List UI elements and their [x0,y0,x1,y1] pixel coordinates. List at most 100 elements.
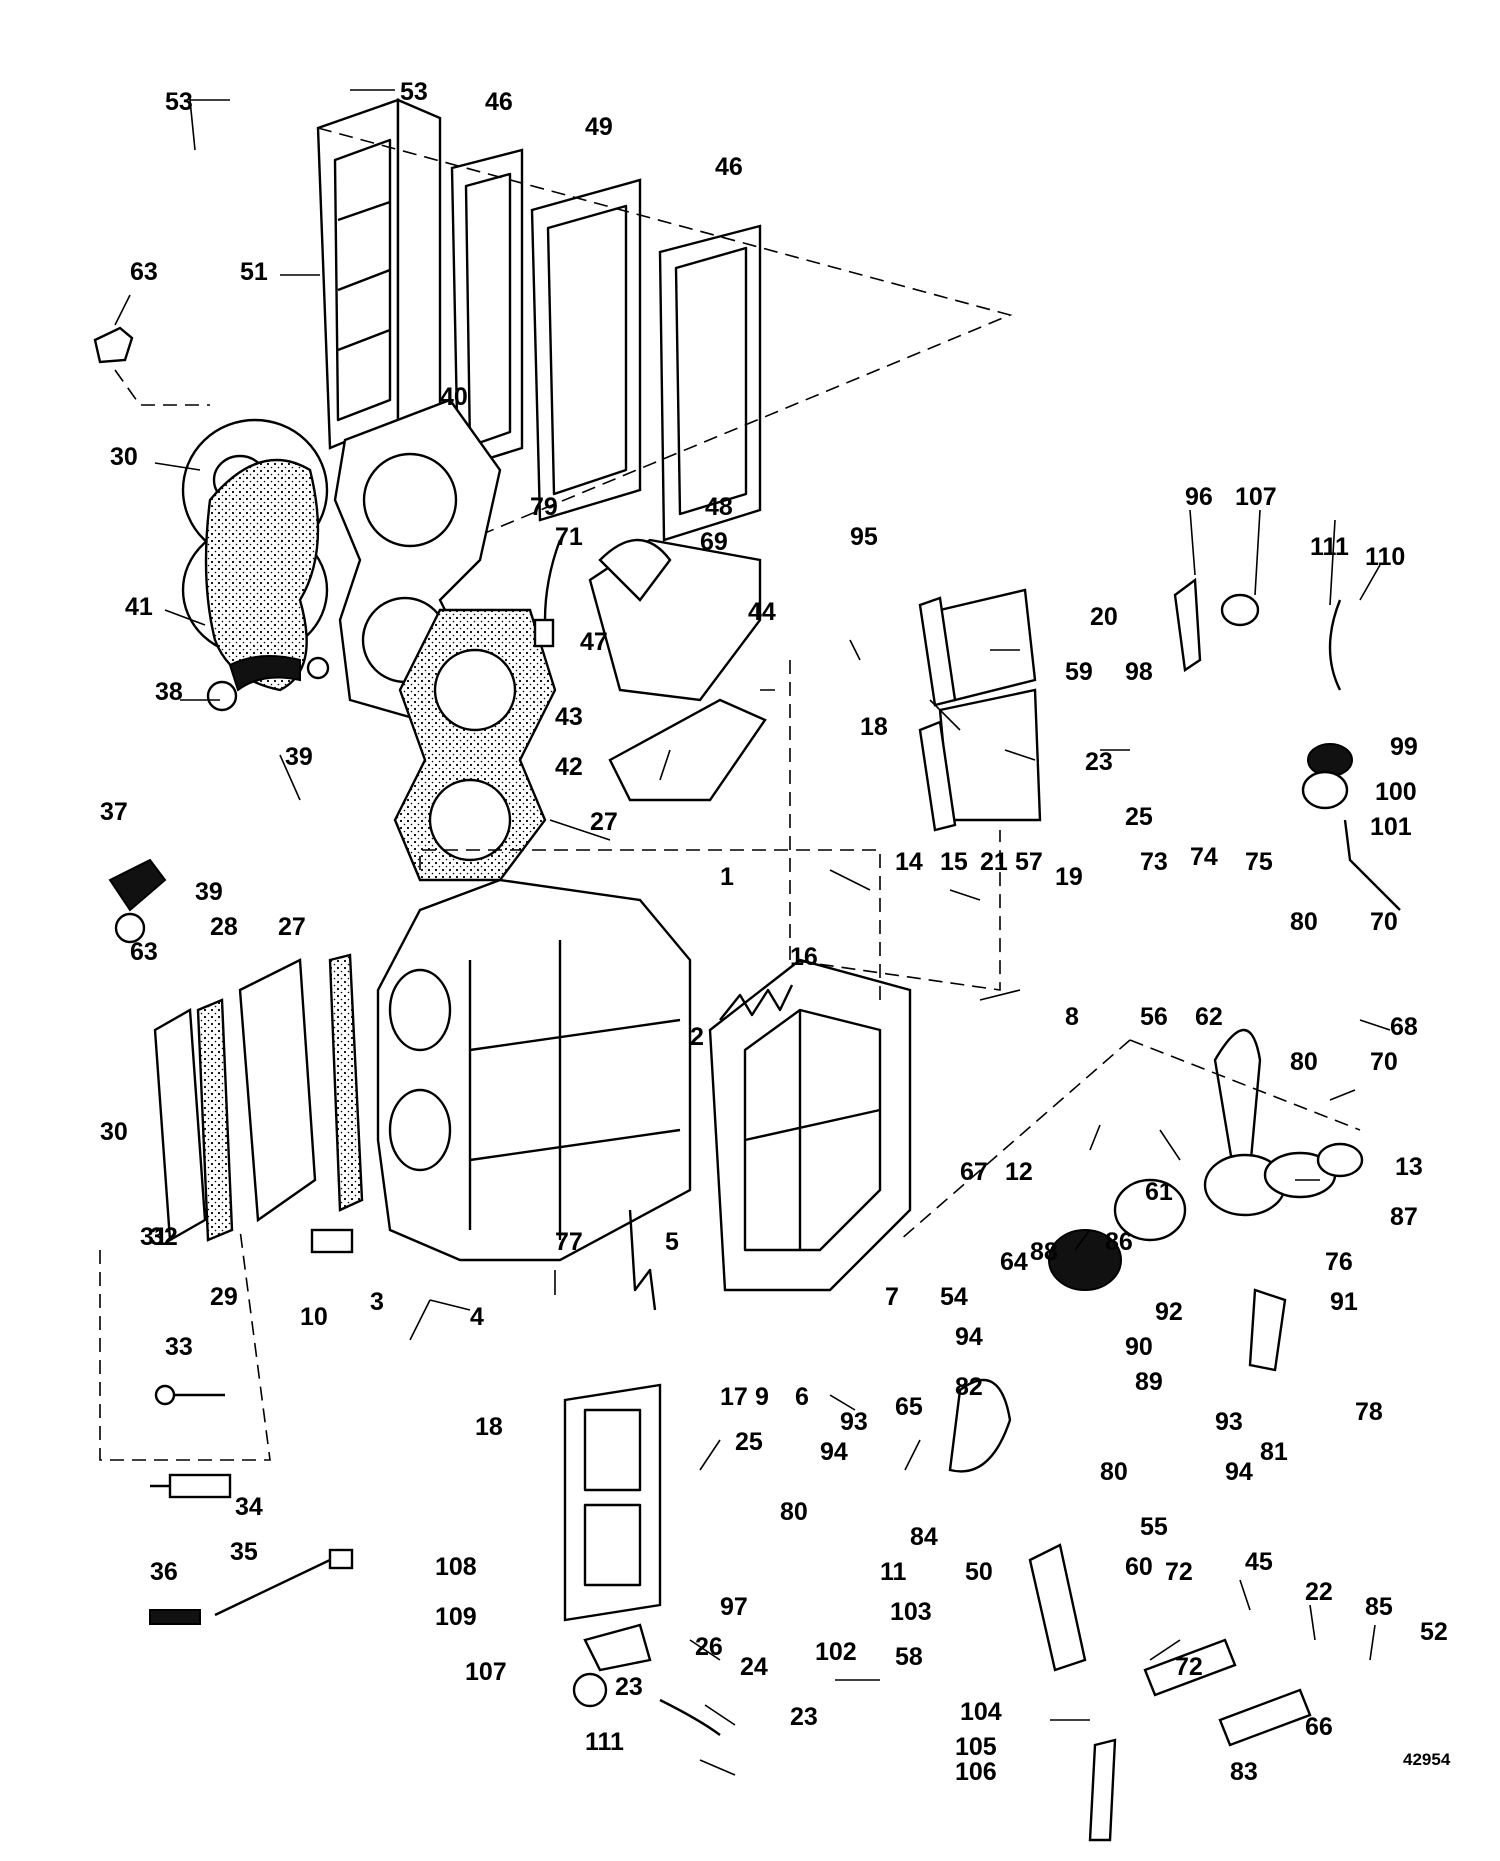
cam-follower [1248,1288,1287,1372]
callout-31: 31 [140,1223,168,1251]
exhaust-gasket-left [196,998,234,1242]
callout-19: 19 [1055,863,1083,891]
callout-10: 10 [300,1303,328,1331]
callout-18: 18 [860,713,888,741]
callout-56: 56 [1140,1003,1168,1031]
callout-18: 18 [475,1413,503,1441]
callout-1: 1 [720,863,734,891]
callout-23: 23 [615,1673,643,1701]
callout-92: 92 [1155,1298,1183,1326]
throttle-cam [948,1378,1012,1473]
water-hose-lower [108,858,167,912]
callout-109: 109 [435,1603,477,1631]
exhaust-gasket-inner [658,224,762,542]
callout-72: 72 [1175,1653,1203,1681]
callout-94: 94 [955,1323,983,1351]
callout-5: 5 [665,1228,679,1256]
callout-11: 11 [880,1558,907,1586]
callout-23: 23 [1085,748,1113,776]
callout-20: 20 [1090,603,1118,631]
callout-8: 8 [1065,1003,1079,1031]
callout-75: 75 [1245,848,1273,876]
callout-106: 106 [955,1758,997,1786]
left-alignment-line [99,1229,271,1461]
callout-93: 93 [840,1408,868,1436]
callout-98: 98 [1125,658,1153,686]
callout-96: 96 [1185,483,1213,511]
callout-77: 77 [555,1228,583,1256]
sensor-wire [214,1548,354,1617]
thermostat-clip [93,326,134,364]
exhaust-manifold-left [238,958,317,1223]
callout-107: 107 [465,1658,507,1686]
crankcase [708,958,912,1292]
callout-90: 90 [1125,1333,1153,1361]
callout-61: 61 [1145,1178,1173,1206]
callout-47: 47 [580,628,608,656]
callout-38: 38 [155,678,183,706]
callout-12: 12 [1005,1158,1033,1186]
callout-86: 86 [1105,1228,1133,1256]
callout-105: 105 [955,1733,997,1761]
callout-57: 57 [1015,848,1043,876]
callout-63: 63 [130,938,158,966]
callout-91: 91 [1330,1288,1358,1316]
callout-78: 78 [1355,1398,1383,1426]
callout-85: 85 [1365,1593,1393,1621]
callout-70: 70 [1370,908,1398,936]
callout-34: 34 [235,1493,263,1521]
exhaust-cover-plate [316,98,442,450]
primer-fitting [1301,743,1353,810]
callout-46: 46 [485,88,513,116]
exhaust-gasket-outer [450,148,524,470]
intake-manifold-upper [938,588,1037,702]
callout-101: 101 [1370,813,1412,841]
figure-number: 42954 [1403,1750,1451,1769]
callout-80: 80 [1290,908,1318,936]
callout-25: 25 [735,1428,763,1456]
callout-111: 111 [585,1728,624,1756]
callout-42: 42 [555,753,583,781]
callout-36: 36 [150,1558,178,1586]
callout-50: 50 [965,1558,993,1586]
callout-83: 83 [1230,1758,1258,1786]
callout-73: 73 [1140,848,1168,876]
callout-60: 60 [1125,1553,1153,1581]
callout-39: 39 [285,743,313,771]
callout-72: 72 [1165,1558,1193,1586]
callout-89: 89 [1135,1368,1163,1396]
callout-99: 99 [1390,733,1418,761]
wire-spring [1328,599,1342,691]
callout-24: 24 [740,1653,768,1681]
exhaust-cover-left [153,1008,207,1242]
callout-88: 88 [1030,1238,1058,1266]
retaining-clip [149,1609,201,1625]
callout-94: 94 [820,1438,848,1466]
callout-108: 108 [435,1553,477,1581]
callout-100: 100 [1375,778,1417,806]
water-hose-upper [228,655,301,692]
callout-30: 30 [110,443,138,471]
callout-62: 62 [1195,1003,1223,1031]
callout-39: 39 [195,878,223,906]
hose-clamp-upper [206,656,330,712]
housing-gasket [608,698,767,802]
arm-alignment-line [899,1039,1361,1241]
callout-64: 64 [1000,1248,1028,1276]
callout-17: 17 [720,1383,748,1411]
callout-6: 6 [795,1383,809,1411]
hose-clamp-lower [114,912,146,944]
callout-3: 3 [370,1288,384,1316]
advance-washer [1263,1142,1364,1199]
callout-69: 69 [700,528,728,556]
callout-32: 32 [150,1223,178,1251]
callout-2: 2 [690,1023,704,1051]
timer-base [1113,1178,1187,1242]
callout-43: 43 [555,703,583,731]
throttle-link-rod [659,1698,721,1736]
intake-alignment-line [789,660,1001,991]
temperature-switch-lead [533,539,562,648]
head-gasket-dotted [204,458,320,692]
callout-104: 104 [960,1698,1002,1726]
